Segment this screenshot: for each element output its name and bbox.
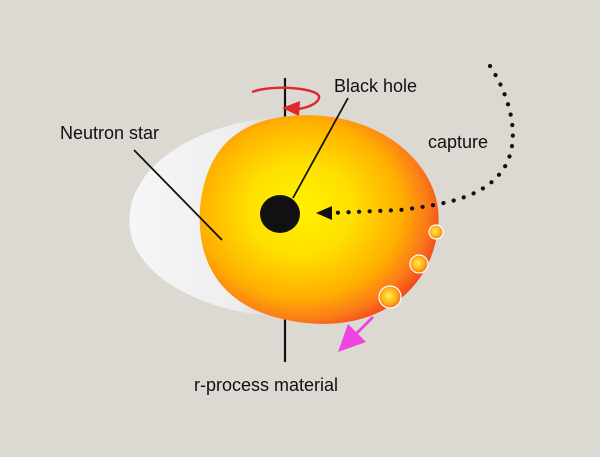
neutron-star-label: Neutron star — [60, 123, 159, 143]
black-hole-label: Black hole — [334, 76, 417, 96]
rotation-arrow-icon — [251, 86, 321, 116]
ejecta-blob — [409, 254, 429, 274]
neutron-star-leader — [133, 149, 223, 241]
r-process-label: r-process material — [194, 375, 338, 395]
neutron-star — [199, 115, 439, 324]
down-left-arrow-icon — [338, 316, 374, 352]
ejecta-blob — [428, 224, 444, 240]
capture-arrowhead-icon — [316, 206, 332, 220]
black-hole-leader — [292, 97, 349, 199]
capture-label: capture — [428, 132, 488, 152]
black-hole — [260, 195, 300, 233]
ejecta-blob — [378, 285, 402, 309]
capture-path — [327, 63, 515, 216]
